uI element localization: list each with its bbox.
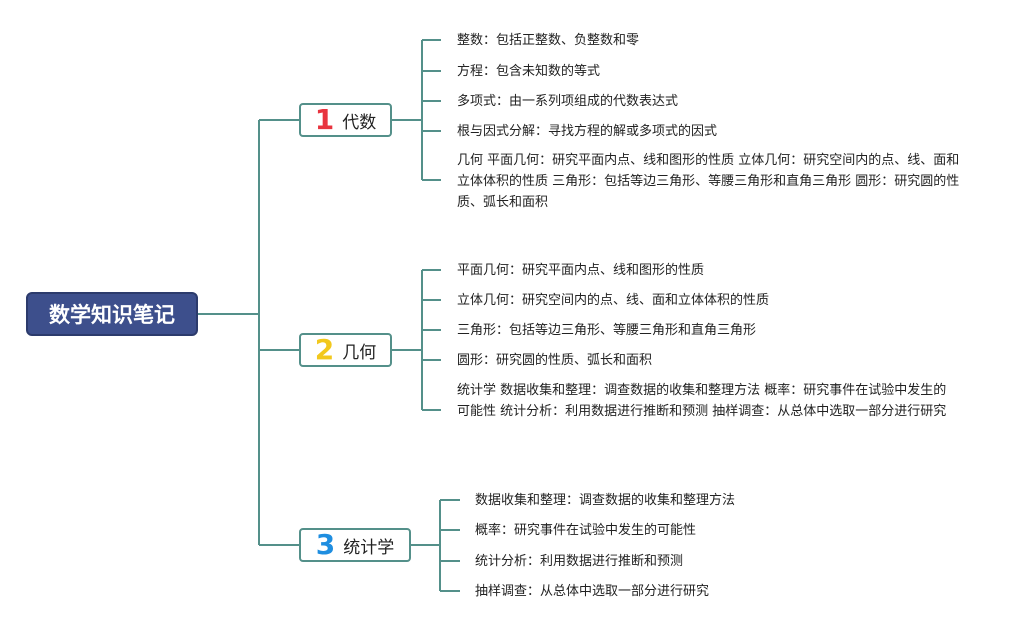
branch-label-1: 代数 [342, 112, 377, 133]
leaf-3-1: 数据收集和整理：调查数据的收集和整理方法 [475, 493, 736, 508]
branch-node-3[interactable]: 3 统计学 [299, 528, 411, 562]
root-node[interactable]: 数学知识笔记 [26, 292, 198, 336]
leaf-1-4: 根与因式分解：寻找方程的解或多项式的因式 [457, 124, 718, 139]
branch-node-2[interactable]: 2 几何 [299, 333, 392, 367]
branch-node-1[interactable]: 1 代数 [299, 103, 392, 137]
branch-number-1: 1 [314, 103, 335, 136]
leaf-1-5: 几何 平面几何：研究平面内点、线和图形的性质 立体几何：研究空间内的点、线、面和… [457, 153, 960, 210]
leaf-2-5: 统计学 数据收集和整理：调查数据的收集和整理方法 概率：研究事件在试验中发生的可… [457, 383, 947, 419]
leaf-1-1: 整数：包括正整数、负整数和零 [457, 33, 640, 48]
leaf-1-3: 多项式：由一系列项组成的代数表达式 [457, 94, 679, 109]
branch-number-3: 3 [315, 528, 336, 561]
leaf-2-1: 平面几何：研究平面内点、线和图形的性质 [457, 263, 705, 278]
branch-label-3: 统计学 [343, 537, 395, 558]
leaf-2-3: 三角形：包括等边三角形、等腰三角形和直角三角形 [457, 323, 757, 338]
leaf-3-2: 概率：研究事件在试验中发生的可能性 [475, 523, 697, 538]
root-title: 数学知识笔记 [49, 303, 175, 327]
leaf-2-4: 圆形：研究圆的性质、弧长和面积 [457, 353, 653, 368]
leaf-2-2: 立体几何：研究空间内的点、线、面和立体体积的性质 [457, 293, 770, 308]
leaf-3-3: 统计分析：利用数据进行推断和预测 [475, 554, 684, 569]
leaf-3-4: 抽样调查：从总体中选取一部分进行研究 [475, 584, 710, 599]
branch-label-2: 几何 [342, 342, 377, 363]
branch-number-2: 2 [314, 333, 335, 366]
leaf-1-2: 方程：包含未知数的等式 [457, 64, 601, 79]
